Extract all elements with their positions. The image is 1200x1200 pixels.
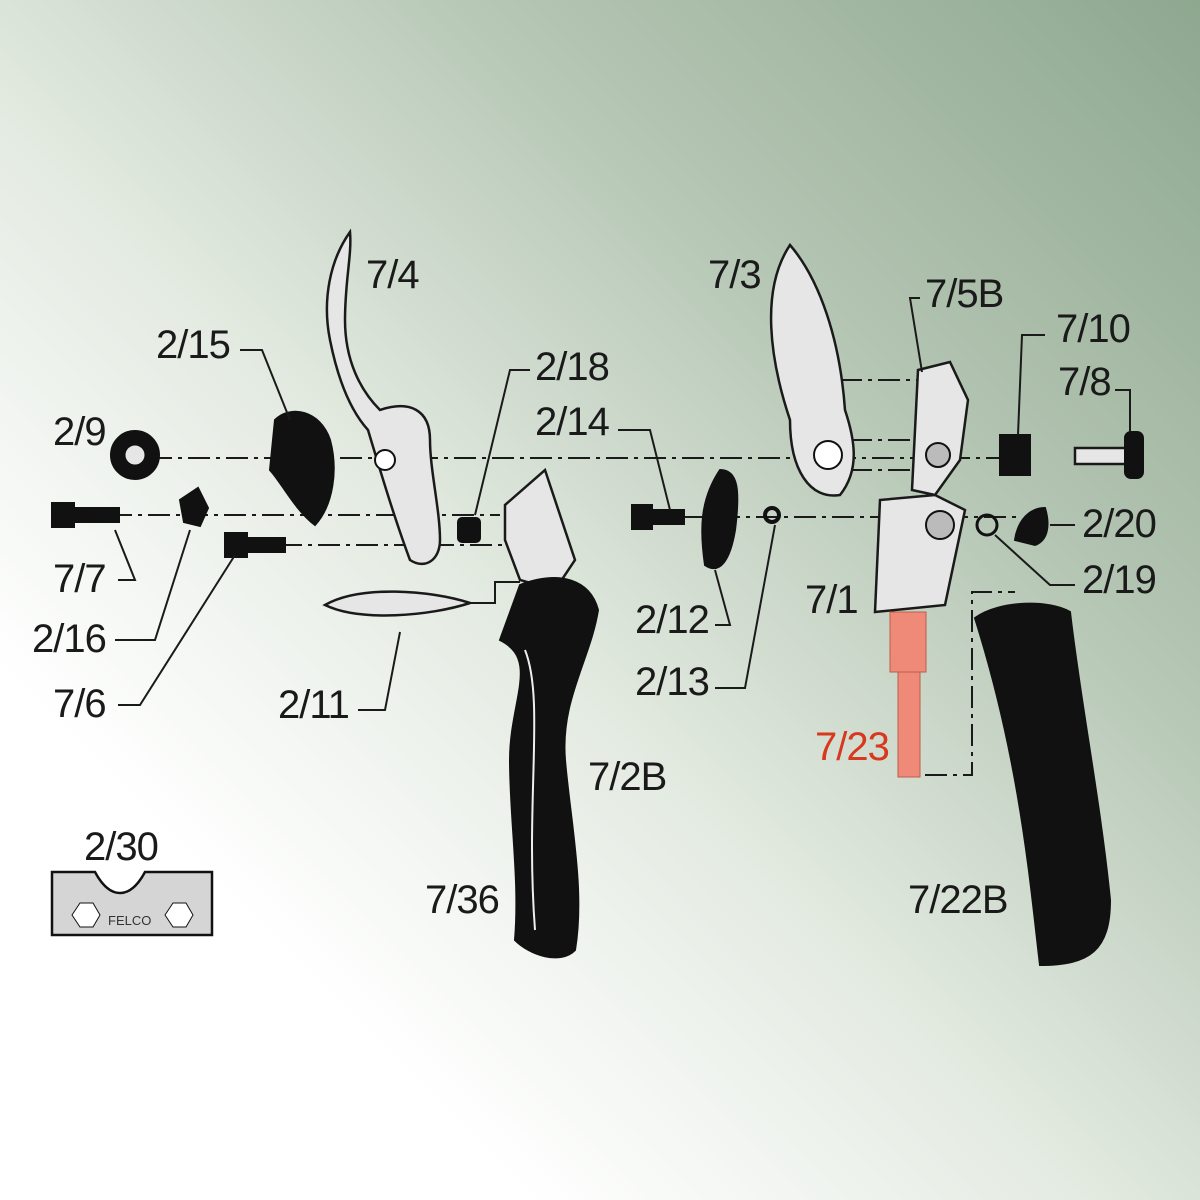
label-2-16: 2/16 (32, 617, 106, 661)
lower-handle-head-7-2B (503, 467, 577, 592)
label-2-19: 2/19 (1082, 558, 1156, 602)
bolt-head-7-8 (1124, 431, 1144, 479)
label-7-1: 7/1 (805, 578, 858, 622)
core-7-23-lower (897, 671, 921, 778)
label-7-8: 7/8 (1058, 360, 1111, 404)
label-7-23: 7/23 (815, 725, 889, 769)
cover-7-22B (973, 602, 1112, 967)
label-7-4: 7/4 (366, 253, 419, 297)
ring-2-19 (975, 513, 999, 537)
hex-hole-left (71, 902, 101, 928)
latch-2-16 (178, 486, 210, 528)
label-7-7: 7/7 (53, 557, 106, 601)
nut-center (124, 444, 146, 466)
upper-blade-7-4 (325, 228, 442, 566)
label-2-20: 2/20 (1082, 502, 1156, 546)
hex-hole-right (164, 902, 194, 928)
anvil-hole (813, 440, 843, 470)
label-7-3: 7/3 (708, 253, 761, 297)
anvil-blade-7-3 (769, 242, 855, 497)
head-pivot (925, 442, 951, 468)
washer-2-13 (763, 506, 781, 524)
label-2-11: 2/11 (278, 683, 349, 727)
core-7-23-upper (889, 611, 927, 673)
label-7-2B: 7/2B (588, 755, 666, 799)
handle-head-7-5B (910, 360, 970, 497)
washer-2-18 (457, 517, 481, 543)
label-2-14: 2/14 (535, 400, 610, 444)
label-2-13: 2/13 (635, 660, 709, 704)
label-2-18: 2/18 (535, 345, 609, 389)
label-2-12: 2/12 (635, 598, 709, 642)
felco-logo: FELCO (108, 913, 151, 928)
spring-lever-2-12 (701, 468, 739, 570)
bolt-2-14 (631, 504, 685, 530)
cap-2-20 (1013, 506, 1049, 547)
label-2-15: 2/15 (156, 323, 230, 367)
handle-pivot (925, 510, 955, 540)
label-7-6: 7/6 (53, 682, 106, 726)
label-7-22B: 7/22B (908, 878, 1008, 922)
label-7-36: 7/36 (425, 878, 499, 922)
bolt-7-6 (224, 532, 286, 558)
label-7-10: 7/10 (1056, 307, 1130, 351)
spring-2-11 (322, 590, 475, 617)
spring-catch-2-15 (268, 410, 335, 527)
upper-handle-7-1 (873, 493, 967, 614)
leader-lines (114, 297, 1131, 711)
label-7-5B: 7/5B (925, 272, 1003, 316)
bolt-7-7 (51, 502, 120, 528)
label-2-30: 2/30 (84, 825, 158, 869)
blade-pivot-hole (374, 449, 396, 471)
nut-7-10 (999, 434, 1031, 476)
label-2-9: 2/9 (53, 410, 106, 454)
lower-handle-7-2B (498, 577, 600, 959)
